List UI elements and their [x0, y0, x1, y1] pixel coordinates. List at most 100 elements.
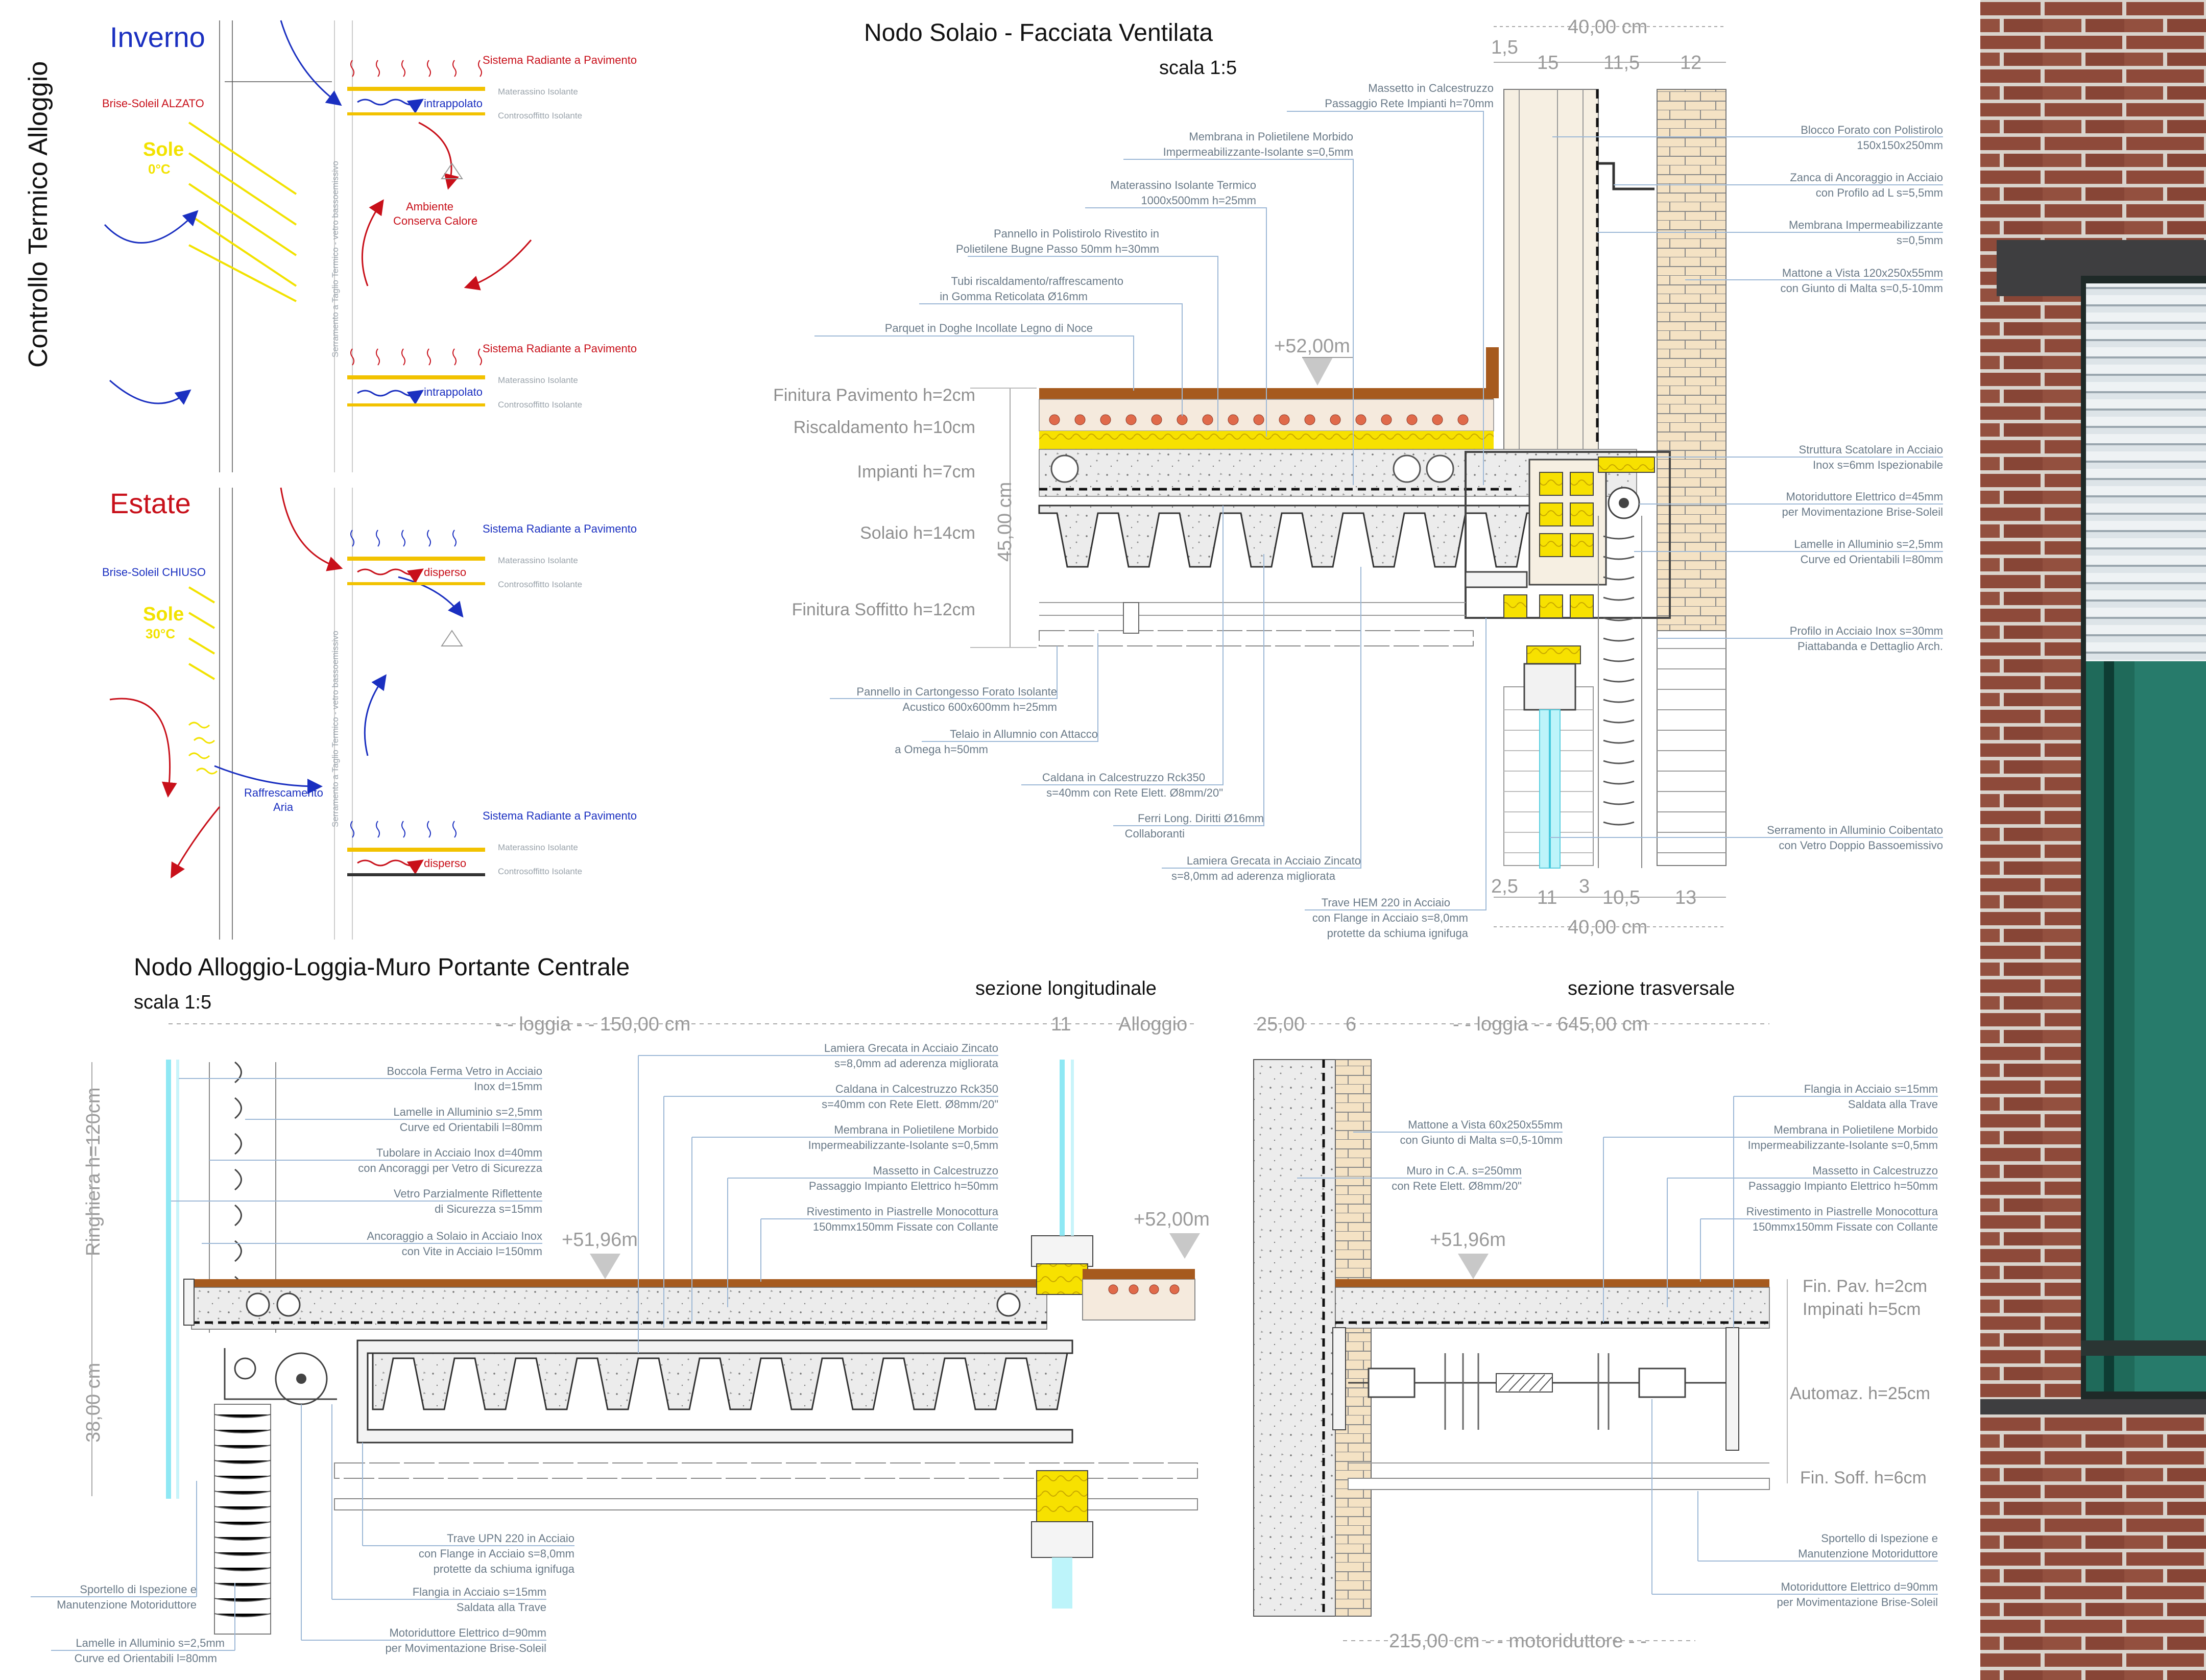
winter-window-label: Serramento a Taglio Termico - vetro bass…: [330, 161, 340, 357]
node1-rlbl-4b: Inox s=6mm Ispezionabile: [1813, 459, 1943, 471]
node2-lm-4b: 150mmx150mm Fissate con Collante: [813, 1220, 998, 1233]
winter-top-ceiling: Controsoffitto Isolante: [498, 111, 582, 121]
node1-rlbl-6b: Curve ed Orientabili l=80mm: [1801, 553, 1943, 566]
node1-elevation: +52,00m: [1274, 335, 1350, 357]
trans-ll-0a: Mattone a Vista 60x250x55mm: [1408, 1118, 1563, 1131]
node1-lbl-1b: Impermeabilizzante-Isolante s=0,5mm: [1163, 146, 1353, 158]
node2-lm-0b: s=8,0mm ad aderenza migliorata: [834, 1057, 999, 1070]
node1-lbl-3a: Pannello in Polistirolo Rivestito in: [994, 227, 1159, 240]
node1-rlbl-2b: s=0,5mm: [1897, 234, 1943, 247]
node2-ll-4b: con Vite in Acciaio l=150mm: [402, 1245, 542, 1258]
node1-blbl-3b: Collaboranti: [1125, 827, 1185, 840]
node1-bot-c: 3: [1579, 876, 1590, 897]
trans-lr-3a: Rivestimento in Piastrelle Monocottura: [1746, 1205, 1938, 1218]
node2-lm-3b: Passaggio Impianto Elettrico h=50mm: [809, 1180, 998, 1192]
winter-floor-bottom: Sistema Radiante a Pavimento intrappolat…: [347, 342, 637, 410]
winter-top-heating: Sistema Radiante a Pavimento: [483, 54, 637, 66]
node1-lbl-0b: Passaggio Rete Impianti h=70mm: [1325, 97, 1494, 110]
node1-lbl-1a: Membrana in Polietilene Morbido: [1189, 130, 1353, 143]
winter-temp-label: 0°C: [148, 161, 171, 177]
trans-dim-bottom: 215,00 cm - - motoriduttore - -: [1389, 1630, 1647, 1652]
node2-lm-2a: Membrana in Polietilene Morbido: [834, 1123, 998, 1136]
node1-blbl-4b: s=8,0mm ad aderenza migliorata: [1171, 870, 1336, 882]
node1-rlbl-3b: con Giunto di Malta s=0,5-10mm: [1780, 282, 1943, 295]
node2-long-left-labels: Boccola Ferma Vetro in Acciaio Inox d=15…: [171, 1065, 543, 1258]
node2-long-dim-c: Alloggio: [1118, 1014, 1187, 1035]
summer-floor-top: Sistema Radiante a Pavimento disperso Ma…: [347, 522, 637, 589]
node2-ll-0b: Inox d=15mm: [474, 1080, 542, 1093]
node2-ll-0a: Boccola Ferma Vetro in Acciaio: [387, 1065, 542, 1077]
node1-lbl-2b: 1000x500mm h=25mm: [1141, 194, 1256, 207]
node2-ll-1a: Lamelle in Alluminio s=2,5mm: [393, 1106, 542, 1118]
node2-section: Nodo Alloggio-Loggia-Muro Portante Centr…: [31, 954, 1938, 1665]
trans-layer-3: Fin. Soff. h=6cm: [1800, 1468, 1927, 1487]
node1-blbl-0b: Acustico 600x600mm h=25mm: [902, 701, 1057, 713]
node2-lm-1b: s=40mm con Rete Elett. Ø8mm/20": [822, 1098, 998, 1111]
node1-layer-5: Finitura Soffitto h=12cm: [792, 600, 975, 619]
node1-scale: scala 1:5: [1159, 57, 1237, 79]
summer-cool-line1: Raffrescamento: [244, 786, 323, 799]
node1-rlbl-0a: Blocco Forato con Polistirolo: [1801, 124, 1943, 136]
node2-long-dim: - - loggia - - 150,00 cm: [495, 1014, 690, 1035]
summer-bottom-state: disperso: [424, 857, 466, 870]
node1-rlbl-1a: Zanca di Ancoraggio in Acciaio: [1790, 171, 1943, 184]
winter-brise-label: Brise-Soleil ALZATO: [102, 97, 204, 110]
winter-bottom-state: intrappolato: [424, 386, 483, 398]
node1-top-a: 1,5: [1491, 37, 1518, 58]
trans-dim-b: 6: [1346, 1014, 1356, 1035]
trans-lb-0b: Manutenzione Motoriduttore: [1798, 1547, 1938, 1560]
trans-lr-1b: Impermeabilizzante-Isolante s=0,5mm: [1748, 1139, 1938, 1151]
node1-blbl-0a: Pannello in Cartongesso Forato Isolante: [856, 685, 1057, 698]
node1-rlbl-0b: 150x150x250mm: [1857, 139, 1943, 152]
node1-rlbl-5a: Motoriduttore Elettrico d=45mm: [1786, 490, 1943, 503]
node1-top-labels: Massetto in Calcestruzzo Passaggio Rete …: [814, 82, 1494, 485]
node2-ll-4a: Ancoraggio a Solaio in Acciaio Inox: [367, 1230, 542, 1242]
node2-long-mid-labels: Lamiera Grecata in Acciaio Zincato s=8,0…: [638, 1042, 999, 1353]
node1-blbl-1a: Telaio in Allumnio con Attacco: [950, 728, 1098, 740]
trans-lr-0a: Flangia in Acciaio s=15mm: [1804, 1083, 1938, 1095]
node1-lbl-0a: Massetto in Calcestruzzo: [1368, 82, 1494, 94]
node2-lb-1a: Flangia in Acciaio s=15mm: [413, 1586, 546, 1598]
node1-layer-2: Riscaldamento h=10cm: [794, 418, 975, 437]
node2-lb-4a: Lamelle in Alluminio s=2,5mm: [76, 1637, 225, 1649]
node1-blbl-3a: Ferri Long. Diritti Ø16mm: [1138, 812, 1264, 825]
node1-section: Nodo Solaio - Facciata Ventilata scala 1…: [773, 16, 1943, 940]
node2-ll-3a: Vetro Parzialmente Riflettente: [394, 1187, 542, 1200]
node2-elev-a: +51,96m: [562, 1229, 638, 1251]
trans-ll-1a: Muro in C.A. s=250mm: [1406, 1164, 1522, 1177]
trans-ll-0b: con Giunto di Malta s=0,5-10mm: [1400, 1134, 1563, 1146]
summer-sun-label: Sole: [143, 604, 184, 625]
winter-title: Inverno: [110, 21, 205, 53]
node2-dim-38: 38,00 cm: [83, 1363, 104, 1443]
node2-ll-2b: con Ancoraggi per Vetro di Sicurezza: [358, 1162, 543, 1174]
node2-lb-1b: Saldata alla Trave: [457, 1601, 546, 1614]
node2-elev-b: +52,00m: [1134, 1209, 1210, 1230]
summer-window-label: Serramento a Taglio Termico - vetro bass…: [330, 631, 340, 827]
summer-bottom-mat: Materassino Isolante: [498, 843, 578, 852]
node1-bot-a: 2,5: [1491, 876, 1518, 897]
node2-lb-3a: Sportello di Ispezione e: [80, 1583, 197, 1596]
summer-top-state: disperso: [424, 566, 466, 579]
node1-blbl-2b: s=40mm con Rete Elett. Ø8mm/20": [1046, 786, 1223, 799]
trans-lr-3b: 150mmx150mm Fissate con Collante: [1753, 1220, 1938, 1233]
trans-lr-1a: Membrana in Polietilene Morbido: [1773, 1123, 1938, 1136]
trans-lb-1a: Motoriduttore Elettrico d=90mm: [1781, 1580, 1938, 1593]
trans-lb-0a: Sportello di Ispezione e: [1821, 1532, 1938, 1545]
thermal-diagrams: Controllo Termico Alloggio Inverno Brise…: [23, 20, 637, 940]
node1-right-labels: Blocco Forato con Polistirolo 150x150x25…: [1550, 124, 1943, 852]
trans-lr-0b: Saldata alla Trave: [1848, 1098, 1938, 1111]
node1-layer-4: Solaio h=14cm: [860, 523, 975, 543]
winter-ambient-line1: Ambiente: [406, 200, 453, 213]
node1-blbl-1b: a Omega h=50mm: [895, 743, 988, 756]
node1-blbl-4a: Lamiera Grecata in Acciaio Zincato: [1187, 854, 1361, 867]
node1-rlbl-3a: Mattone a Vista 120x250x55mm: [1782, 267, 1943, 279]
trans-layer-1: Impinati h=5cm: [1803, 1300, 1921, 1319]
node1-bot-e: 13: [1675, 887, 1696, 908]
node1-blbl-5c: protette da schiuma ignifuga: [1327, 927, 1469, 940]
node1-lbl-4a: Tubi riscaldamento/raffrescamento: [951, 275, 1124, 287]
summer-top-heating: Sistema Radiante a Pavimento: [483, 522, 637, 535]
node1-title: Nodo Solaio - Facciata Ventilata: [864, 19, 1213, 46]
node2-ll-3b: di Sicurezza s=15mm: [435, 1203, 542, 1215]
node2-ll-2a: Tubolare in Acciaio Inox d=40mm: [376, 1146, 542, 1159]
trans-lr-2a: Massetto in Calcestruzzo: [1812, 1164, 1938, 1177]
